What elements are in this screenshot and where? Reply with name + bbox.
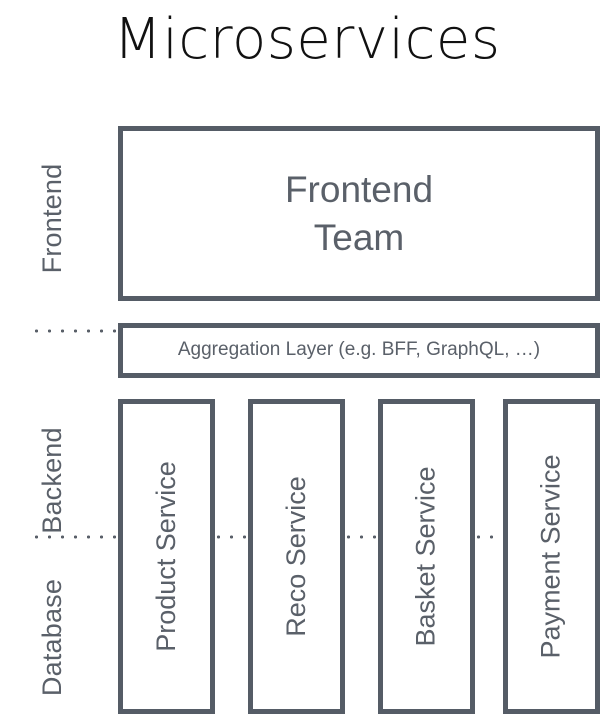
aggregation-layer-box[interactable]: Aggregation Layer (e.g. BFF, GraphQL, …): [118, 323, 600, 378]
band-label-frontend: Frontend: [37, 163, 67, 274]
service-box-payment[interactable]: Payment Service: [503, 399, 600, 714]
service-label-wrap: Reco Service: [253, 404, 340, 709]
service-box-reco[interactable]: Reco Service: [248, 399, 345, 714]
divider-frontend-backend: [30, 329, 122, 333]
service-label-reco: Reco Service: [281, 476, 312, 637]
band-label-backend: Backend: [37, 427, 67, 534]
service-box-basket[interactable]: Basket Service: [378, 399, 475, 714]
frontend-team-label: Frontend Team: [284, 169, 434, 258]
service-label-payment: Payment Service: [536, 454, 566, 659]
aggregation-layer-label: Aggregation Layer (e.g. BFF, GraphQL, …): [177, 339, 541, 361]
service-label-wrap: Product Service: [123, 404, 210, 709]
service-label-basket: Basket Service: [411, 466, 442, 647]
service-label-wrap: Basket Service: [383, 404, 470, 709]
diagram-title: Microservices: [113, 7, 501, 72]
band-label-database: Database: [37, 578, 67, 697]
service-label-wrap: Payment Service: [508, 404, 595, 709]
frontend-team-box[interactable]: Frontend Team: [118, 126, 600, 301]
service-label-product: Product Service: [151, 461, 181, 652]
service-box-product[interactable]: Product Service: [118, 399, 215, 714]
